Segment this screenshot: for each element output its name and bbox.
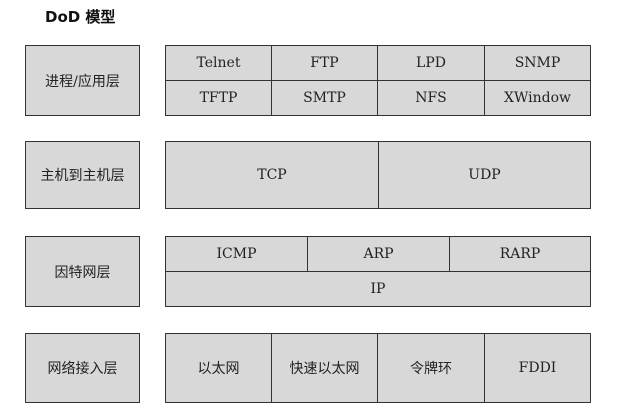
layer-label-network-access: 网络接入层: [25, 333, 140, 403]
protocol-telnet: Telnet: [165, 45, 272, 81]
protocol-token-ring: 令牌环: [377, 333, 485, 403]
protocol-fast-ethernet: 快速以太网: [271, 333, 378, 403]
protocol-tcp: TCP: [165, 141, 379, 209]
diagram-title: DoD 模型: [45, 8, 116, 26]
protocol-ftp: FTP: [271, 45, 378, 81]
protocol-ethernet: 以太网: [165, 333, 272, 403]
protocol-smtp: SMTP: [271, 80, 378, 116]
protocol-xwindow: XWindow: [484, 80, 591, 116]
protocol-icmp: ICMP: [165, 236, 308, 272]
protocol-rarp: RARP: [449, 236, 591, 272]
protocol-lpd: LPD: [377, 45, 485, 81]
layer-label-application: 进程/应用层: [25, 45, 140, 116]
layer-label-host-to-host: 主机到主机层: [25, 141, 140, 209]
protocol-arp: ARP: [307, 236, 450, 272]
layer-label-internet: 因特网层: [25, 236, 140, 307]
protocol-ip: IP: [165, 271, 591, 307]
protocol-nfs: NFS: [377, 80, 485, 116]
protocol-udp: UDP: [378, 141, 591, 209]
protocol-snmp: SNMP: [484, 45, 591, 81]
protocol-fddi: FDDI: [484, 333, 591, 403]
protocol-tftp: TFTP: [165, 80, 272, 116]
